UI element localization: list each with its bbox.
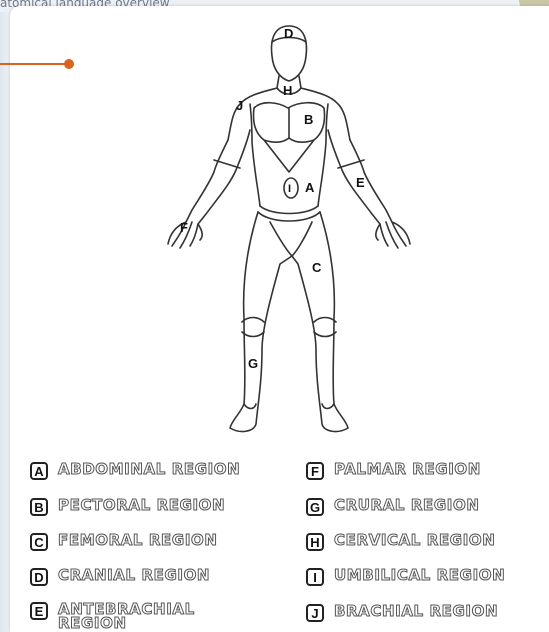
anatomy-drawing: D H J B I A E F C G xyxy=(150,16,430,446)
point-label-c: C xyxy=(312,260,322,275)
point-label-g: G xyxy=(248,356,258,371)
point-label-h: H xyxy=(283,83,292,98)
point-label-e: E xyxy=(356,175,365,190)
point-label-d: D xyxy=(284,26,293,41)
callout-dot[interactable] xyxy=(64,59,74,69)
point-label-j: J xyxy=(236,98,243,113)
point-label-i: I xyxy=(288,183,291,195)
point-label-b: B xyxy=(304,112,313,127)
callout-line xyxy=(0,63,68,65)
point-label-a: A xyxy=(305,180,315,195)
point-label-f: F xyxy=(180,220,188,235)
body-figure: D H J B I A E F C G xyxy=(150,16,430,446)
